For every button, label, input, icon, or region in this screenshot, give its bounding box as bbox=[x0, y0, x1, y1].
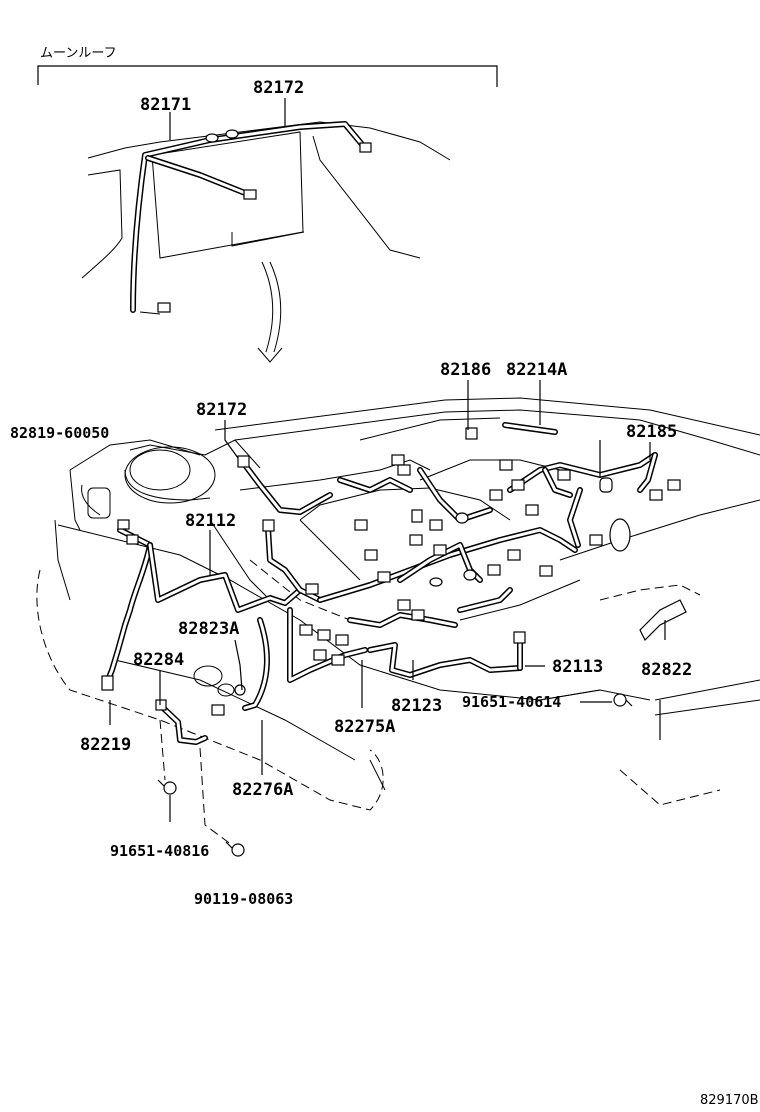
label-82112: 82112 bbox=[185, 511, 236, 531]
label-82823A: 82823A bbox=[178, 619, 239, 639]
reference-code: 829170B bbox=[700, 1093, 759, 1108]
label-82284: 82284 bbox=[133, 650, 184, 670]
label-82172: 82172 bbox=[196, 400, 247, 420]
section-label: ムーンルーフ bbox=[40, 46, 117, 61]
roof-inner-edge bbox=[231, 231, 305, 247]
label-82171: 82171 bbox=[140, 95, 191, 115]
label-82185: 82185 bbox=[626, 422, 677, 442]
label-82219: 82219 bbox=[80, 735, 131, 755]
part-labels: 82172 82819-60050 82186 82214A 82185 821… bbox=[10, 360, 759, 1108]
label-90119-08063: 90119-08063 bbox=[194, 890, 293, 908]
label-91651-40614: 91651-40614 bbox=[462, 693, 561, 711]
roof-right-edge bbox=[312, 135, 421, 259]
roof-left-pillar bbox=[81, 169, 123, 279]
moonroof-bracket bbox=[37, 65, 498, 87]
connectors bbox=[101, 427, 687, 857]
label-82822: 82822 bbox=[641, 660, 692, 680]
label-82172-top: 82172 bbox=[253, 78, 304, 98]
label-82186: 82186 bbox=[440, 360, 491, 380]
vehicle-body bbox=[36, 397, 760, 811]
label-82214A: 82214A bbox=[506, 360, 567, 380]
moonroof-inset: ムーンルーフ 82171 82172 bbox=[37, 46, 498, 363]
label-82275A: 82275A bbox=[334, 717, 395, 737]
label-82819-60050: 82819-60050 bbox=[10, 424, 109, 442]
roof-outline bbox=[87, 121, 451, 161]
label-82123: 82123 bbox=[391, 696, 442, 716]
label-91651-40816: 91651-40816 bbox=[110, 842, 209, 860]
moonroof-opening bbox=[151, 131, 304, 259]
leader-lines bbox=[109, 380, 666, 846]
label-82113: 82113 bbox=[552, 657, 603, 677]
label-82276A: 82276A bbox=[232, 780, 293, 800]
